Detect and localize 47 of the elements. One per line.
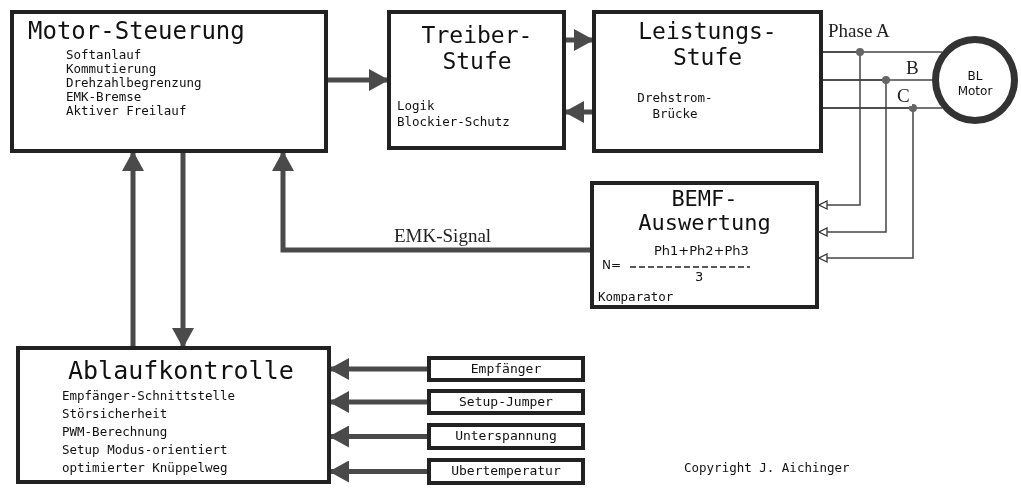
block-label: Unterspannung xyxy=(454,427,558,445)
function-label: Ph1+Ph2+Ph3 xyxy=(654,243,749,259)
function-label: Empfänger-Schnittstelle xyxy=(62,388,237,404)
function-label: 3 xyxy=(695,269,704,285)
function-label: EMK-Bremse xyxy=(66,90,142,104)
function-label: Aktiver Freilauf xyxy=(66,104,188,118)
block-label: BL Motor xyxy=(956,69,994,99)
block-box xyxy=(16,346,331,484)
block-box xyxy=(592,10,823,153)
edge-label: EMK-Signal xyxy=(392,226,494,246)
block-title: Leistungs- Stufe xyxy=(637,18,778,70)
function-label: Blockier-Schutz xyxy=(397,114,511,130)
block-box xyxy=(427,356,585,382)
function-label: optimierter Knüppelweg xyxy=(62,460,229,476)
arrow xyxy=(172,153,194,348)
function-label: Kommutierung xyxy=(66,62,158,76)
function-label: Störsicherheit xyxy=(62,406,169,422)
block-label: Empfänger xyxy=(469,360,543,378)
block-box xyxy=(387,10,566,150)
block-title: BEMF- Auswertung xyxy=(637,187,772,235)
block-title: Treiber- Stufe xyxy=(420,22,534,74)
block-label: Setup-Jumper xyxy=(458,393,554,411)
function-label: Drehzahlbegrenzung xyxy=(66,76,203,90)
block-box xyxy=(427,458,585,485)
function-label: Setup Modus-orientiert xyxy=(62,442,229,458)
block-label: Ubertemperatur xyxy=(450,462,562,480)
block-box xyxy=(10,10,328,153)
block-title: Ablaufkontrolle xyxy=(68,356,295,386)
function-label: Drehstrom- Brücke xyxy=(636,90,714,122)
block-box xyxy=(427,423,585,450)
arrow xyxy=(328,69,389,91)
arrow xyxy=(818,51,861,210)
arrow xyxy=(272,151,590,253)
arrow xyxy=(818,107,914,263)
block-title: Motor-Steuerung xyxy=(28,18,246,44)
arrow xyxy=(122,151,144,346)
arrow xyxy=(566,29,594,51)
copyright-note: Copyright J. Aichinger xyxy=(684,460,850,475)
arrow xyxy=(818,79,887,237)
function-label: Logik xyxy=(397,98,436,114)
function-label: N= xyxy=(602,257,622,273)
edge-label: C xyxy=(895,86,912,106)
block-box xyxy=(590,181,819,309)
function-label: PWM-Berechnung xyxy=(62,424,169,440)
function-label: Softanlauf xyxy=(66,48,143,62)
function-label: Komparator xyxy=(598,289,674,305)
block-box xyxy=(427,389,585,415)
